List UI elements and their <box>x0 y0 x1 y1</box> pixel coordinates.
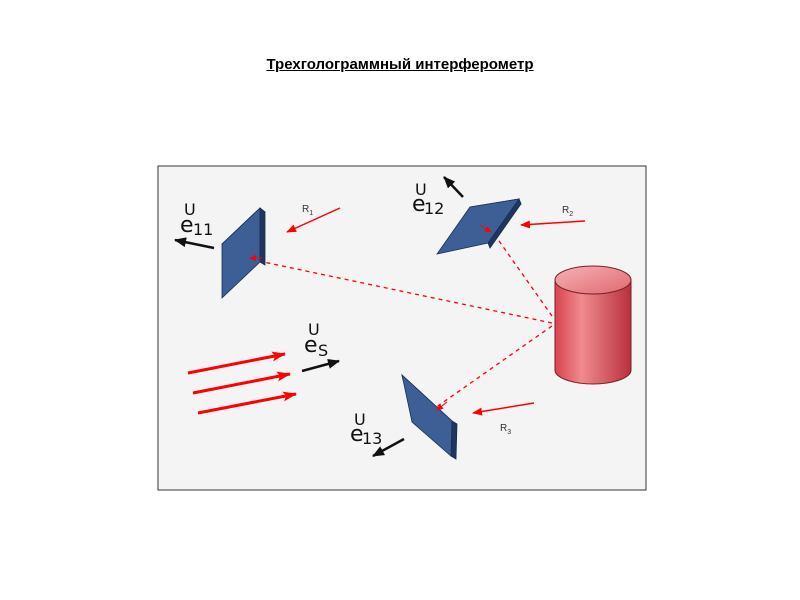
svg-text:U: U <box>415 180 427 199</box>
vector-e13-arrow <box>372 437 405 458</box>
illumination-beam-1 <box>187 351 286 375</box>
svg-text:S: S <box>318 341 328 360</box>
svg-text:13: 13 <box>362 429 382 448</box>
object-beam-2 <box>491 230 553 317</box>
vector-arrows <box>174 176 464 458</box>
hologram-plate-1 <box>221 207 266 299</box>
diagram-title: Трехголограммный интерферометр <box>266 56 534 73</box>
hologram-plate-3 <box>401 373 458 460</box>
svg-text:e: e <box>412 192 426 217</box>
label-e13: U e 13 <box>350 410 382 448</box>
reference-beam-r3 <box>472 402 535 416</box>
svg-text:U: U <box>184 200 196 219</box>
svg-text:e: e <box>180 213 194 238</box>
vector-es-arrow <box>301 359 340 373</box>
label-r2: R2 <box>562 205 573 218</box>
svg-text:e: e <box>350 422 364 447</box>
label-e12: U e 12 <box>412 180 444 218</box>
reference-beam-r1 <box>286 207 341 233</box>
label-es: U e S <box>304 320 328 360</box>
label-r3: R3 <box>500 423 511 436</box>
svg-text:e: e <box>304 333 318 358</box>
object-beam-1 <box>253 259 553 324</box>
svg-text:U: U <box>308 320 320 339</box>
svg-text:U: U <box>354 410 366 429</box>
reference-beam-r2 <box>520 220 586 229</box>
vector-e11-arrow <box>174 237 215 250</box>
label-e11: U e 11 <box>180 200 213 239</box>
svg-text:12: 12 <box>424 199 444 218</box>
object-beams <box>253 230 553 409</box>
label-r1: R1 <box>302 204 313 217</box>
hologram-plate-2 <box>436 198 522 255</box>
svg-text:11: 11 <box>193 220 213 239</box>
vector-e12-arrow <box>443 176 464 198</box>
cylinder-object-icon <box>554 265 632 385</box>
illumination-beam-2 <box>192 371 291 395</box>
illumination-beams <box>187 351 297 415</box>
reference-beams <box>286 207 586 416</box>
illumination-beam-3 <box>197 391 297 415</box>
